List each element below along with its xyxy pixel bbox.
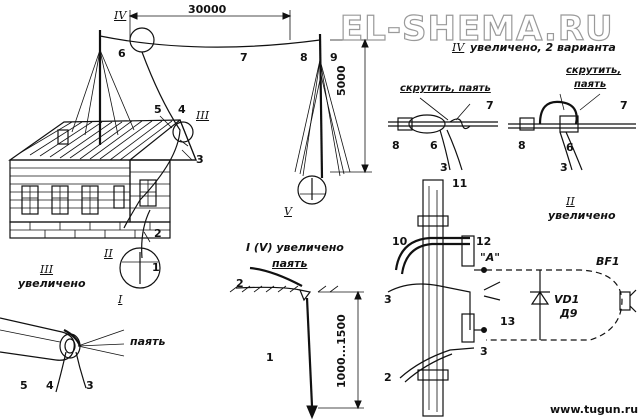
roman-v-label: V: [284, 205, 292, 218]
detail-iv-part-6b: 6: [566, 141, 574, 154]
bf1-label: BF1: [596, 255, 620, 268]
detail-iii-part-4: 4: [46, 379, 54, 392]
detector-circuit: [486, 269, 637, 341]
detail-iv-roman: IV: [452, 41, 465, 54]
detail-iv-part-7a: 7: [486, 99, 494, 112]
right-mast: [294, 33, 351, 179]
detail-iv-solder-2b: паять: [574, 79, 607, 90]
ground-depth-label: 1000...1500: [335, 314, 348, 388]
downlead-wire: [139, 51, 181, 201]
detail-iv-part-3a: 3: [440, 161, 448, 174]
detail-ii-part-12: 12: [476, 235, 492, 248]
part-4-main: 4: [178, 103, 186, 116]
detail-iv-variant-2: [508, 93, 636, 171]
roman-ii-label: II: [104, 247, 113, 260]
height-dimension: [330, 38, 372, 174]
detail-iii-part-3: 3: [86, 379, 94, 392]
detail-ii-sub: увеличено: [548, 209, 616, 222]
detail-i-v-ground-rod: [229, 266, 364, 420]
detail-i-v-part-2: 2: [236, 277, 244, 290]
detail-iv-solder-1: скрутить, паять: [400, 83, 491, 94]
span-dimension-label: 30000: [188, 3, 227, 16]
left-mast: [71, 30, 135, 145]
detail-iii-marker: [172, 121, 194, 143]
detail-ii-pole: [387, 179, 501, 417]
detail-iv-title: увеличено, 2 варианта: [470, 41, 616, 54]
detail-iii-part-5: 5: [20, 379, 28, 392]
detail-ii-part-3: 3: [384, 293, 392, 306]
detail-v-marker: [297, 175, 327, 205]
part-1-main: 1: [152, 261, 160, 274]
roman-iii-label: III: [196, 109, 210, 122]
watermark-logo: EL-SHEMA.RU: [339, 9, 614, 49]
detail-ii-part-13: 13: [500, 315, 516, 328]
detail-i-marker: [119, 247, 161, 289]
part-9-top: 9: [330, 51, 338, 64]
detail-iv-solder-2a: скрутить,: [566, 65, 622, 76]
detail-iv-part-8b: 8: [518, 139, 526, 152]
part-2-main: 2: [154, 227, 162, 240]
part-7-top: 7: [240, 51, 248, 64]
detail-ii-part-3b: 3: [480, 345, 488, 358]
detail-iii: [0, 317, 125, 393]
footer-url: www.tugun.ru: [550, 403, 639, 416]
vd1-type-label: Д9: [560, 307, 578, 320]
detail-ii-part-2: 2: [384, 371, 392, 384]
detail-iv-part-3b: 3: [560, 161, 568, 174]
part-6-top: 6: [118, 47, 126, 60]
detail-iv-part-7b: 7: [620, 99, 628, 112]
part-3-main: 3: [196, 153, 204, 166]
span-dimension: [128, 10, 292, 40]
detail-iii-sub: увеличено: [18, 277, 86, 290]
roman-iv-label: IV: [114, 9, 127, 22]
detail-ii-part-10: 10: [392, 235, 408, 248]
vd1-label: VD1: [554, 293, 580, 306]
detail-ii-part-11: 11: [452, 177, 468, 190]
height-dimension-label: 5000: [335, 65, 348, 96]
leader-lines: [143, 115, 193, 243]
detail-iv-marker: [129, 27, 155, 53]
roman-i-label: I: [118, 293, 123, 306]
detail-i-v-solder: паять: [272, 257, 308, 270]
detail-iv-variant-1: [388, 97, 498, 171]
detail-i-v-part-1: 1: [266, 351, 274, 364]
detail-ii-point-a: "A": [480, 251, 500, 264]
antenna-wire: [99, 35, 321, 48]
detail-iii-solder: паять: [130, 335, 166, 348]
detail-ii-roman: II: [566, 195, 575, 208]
part-5-main: 5: [154, 103, 162, 116]
house: [8, 119, 197, 239]
detail-iv-part-6a: 6: [430, 139, 438, 152]
detail-iv-part-8a: 8: [392, 139, 400, 152]
detail-i-v-title: I (V) увеличено: [246, 241, 344, 254]
detail-iii-roman: III: [40, 263, 54, 276]
part-8-top: 8: [300, 51, 308, 64]
